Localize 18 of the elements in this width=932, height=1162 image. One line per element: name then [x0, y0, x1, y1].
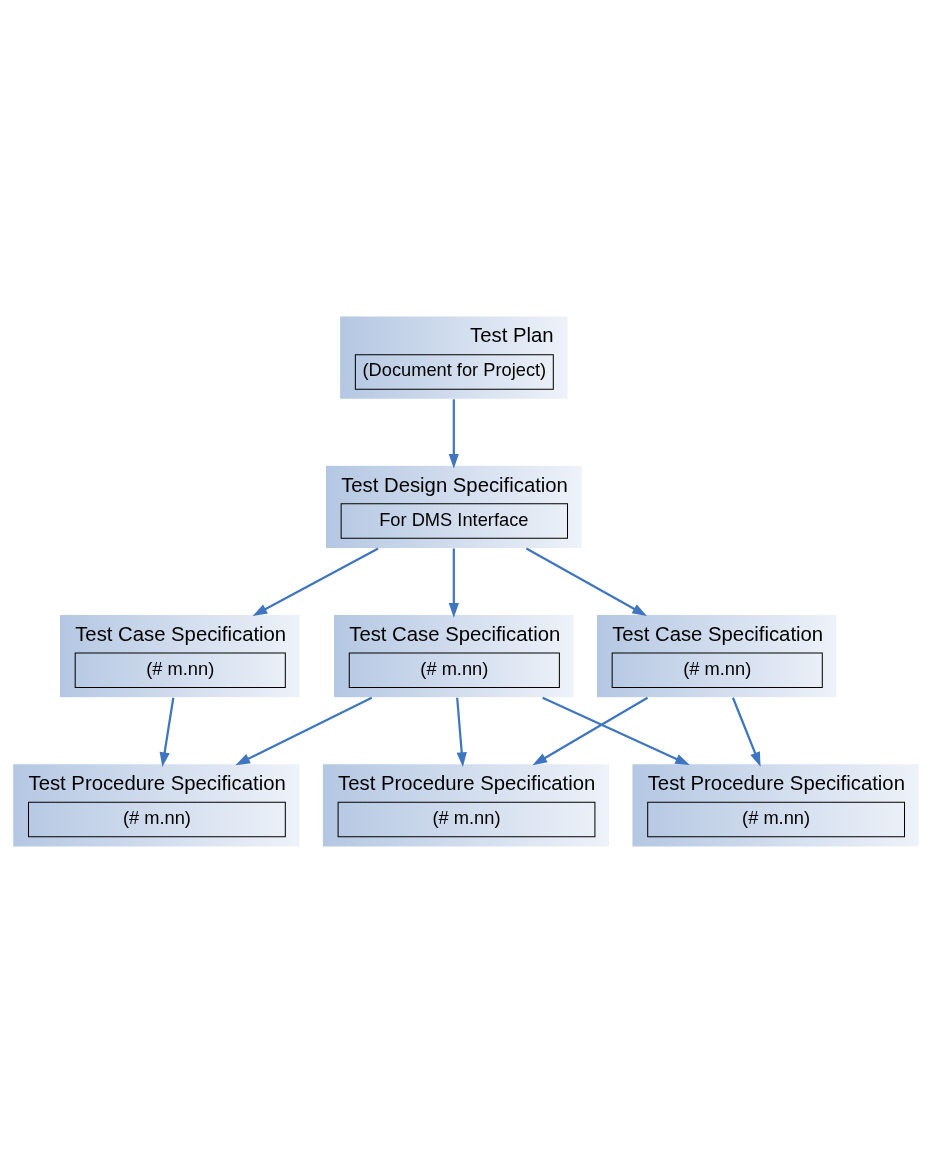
arrow	[542, 696, 690, 765]
node-box: Test Case Specification (# m.nn)	[58, 613, 301, 698]
node-box: Test Design Specification For DMS Interface	[324, 464, 583, 549]
arrow	[731, 696, 761, 767]
arrow	[456, 697, 467, 767]
arrow	[252, 547, 379, 616]
node-box: Test Plan (Document for Project)	[339, 315, 569, 400]
arrow	[448, 398, 459, 468]
node-box: Test Case Specification (# m.nn)	[595, 613, 838, 698]
arrow	[532, 696, 649, 765]
arrow	[159, 697, 175, 767]
node-box: Test Procedure Specification (# m.nn)	[12, 762, 301, 847]
node-box: Test Case Specification (# m.nn)	[333, 613, 575, 698]
arrow	[448, 548, 459, 618]
node-box: Test Procedure Specification (# m.nn)	[631, 762, 920, 847]
arrow	[235, 696, 373, 765]
arrow	[525, 547, 647, 616]
node-box: Test Procedure Specification (# m.nn)	[321, 762, 611, 847]
